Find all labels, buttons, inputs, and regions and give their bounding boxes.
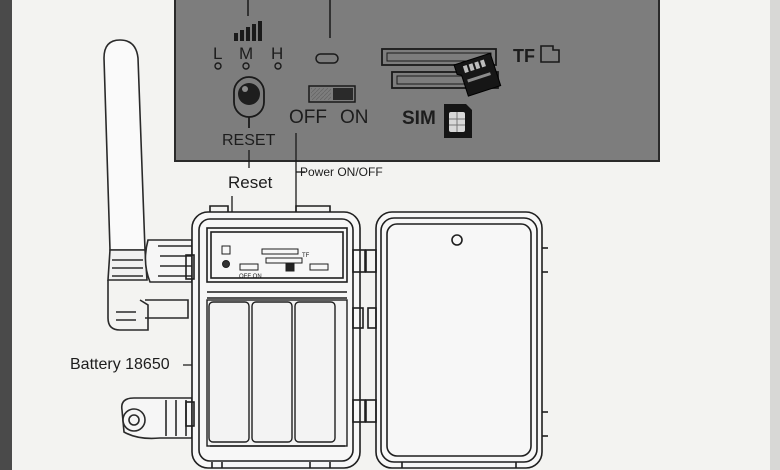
bottom-bracket: [120, 397, 193, 440]
reset-callout: Reset: [228, 173, 273, 192]
inner-panel-details: [221, 245, 329, 272]
status-led: [315, 53, 339, 64]
led-high: [274, 62, 282, 70]
signal-level-high-label: H: [271, 44, 283, 63]
led-low: [214, 62, 222, 70]
top-bracket: [144, 239, 193, 283]
reset-label: RESET: [222, 132, 276, 149]
battery-callout: Battery 18650: [70, 356, 170, 373]
battery-cell-1: [208, 301, 250, 443]
led-mid: [242, 62, 250, 70]
antenna-drawing: [103, 39, 189, 331]
zoomed-control-panel: L M H RESET OFF ON: [174, 0, 660, 162]
micro-sd-card: [453, 52, 502, 97]
tf-card-icon: [540, 45, 560, 63]
camera-door: [365, 211, 548, 469]
power-switch-drawing: [308, 85, 356, 103]
signal-level-low-label: L: [213, 44, 222, 63]
power-callout: Power ON/OFF: [300, 165, 383, 179]
signal-strength-bars: [234, 21, 262, 41]
signal-level-mid-label: M: [239, 44, 253, 63]
on-label: ON: [340, 107, 369, 128]
reset-button-drawing: [233, 76, 265, 128]
right-page-shadow: [770, 0, 780, 470]
inner-tf-label: TF: [302, 253, 310, 259]
inner-off-on-label: OFF ON: [239, 274, 262, 280]
battery-cell-2: [251, 301, 293, 443]
battery-cell-3: [294, 301, 336, 443]
off-label: OFF: [289, 107, 327, 128]
left-dark-edge: [0, 0, 12, 470]
sim-card-icon: [444, 104, 472, 138]
tf-label: TF: [513, 46, 535, 66]
battery-compartment: [206, 299, 348, 447]
sim-label: SIM: [402, 108, 436, 129]
